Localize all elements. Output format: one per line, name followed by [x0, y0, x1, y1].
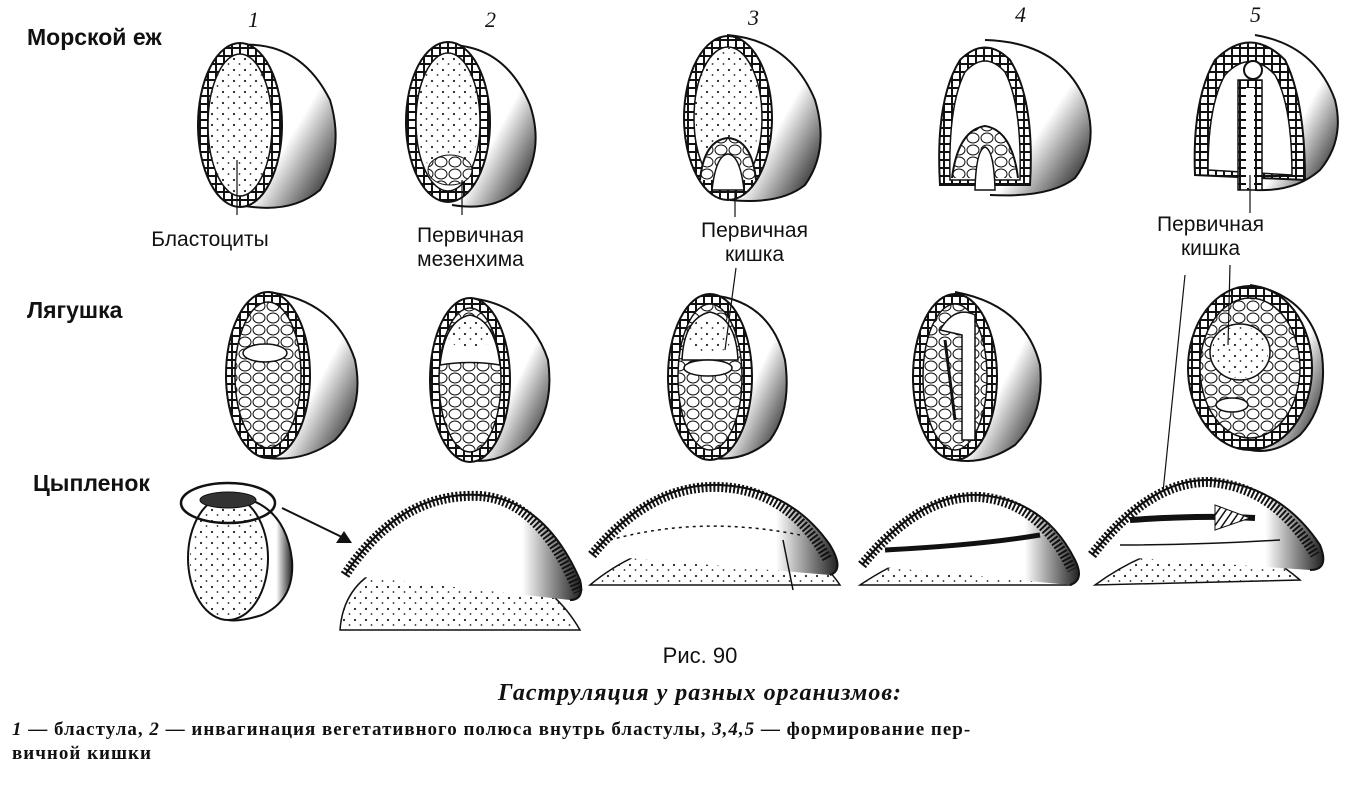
frog-stage-5	[1187, 284, 1325, 452]
figure-title: Гаструляция у разных организмов:	[497, 680, 903, 706]
label-primary-gut-a-line1: Первичная	[701, 219, 808, 242]
figure-caption: 1 — бластула, 2 — инвагинация вегетативн…	[12, 718, 1358, 766]
label-primary-mesenchyme: Первичная мезенхима	[388, 224, 553, 272]
label-blastocytes-text: Бластоциты	[151, 228, 269, 251]
caption-text-3: — формирование пер-	[755, 719, 972, 740]
caption-number-2: 2	[149, 719, 160, 740]
sea-urchin-stage-3	[683, 34, 822, 202]
label-primary-gut-b-line2: кишка	[1180, 237, 1241, 260]
row-label-sea-urchin: Морской еж	[27, 24, 162, 50]
figure-number: Рис. 90	[662, 643, 738, 668]
stage-number-4: 4	[1015, 2, 1026, 27]
label-primary-gut-a: Первичная кишка	[672, 219, 837, 267]
sea-urchin-stage-2	[405, 41, 537, 208]
leader-primary-gut-b-frog	[1227, 264, 1231, 346]
label-blastocytes: Бластоциты	[130, 228, 290, 252]
caption-number-3: 3,4,5	[712, 719, 756, 740]
label-primary-mesenchyme-line1: Первичная	[417, 224, 524, 247]
label-primary-gut-b-line1: Первичная	[1157, 213, 1264, 236]
frog-stage-4	[912, 291, 1042, 462]
stage-number-1: 1	[248, 7, 259, 32]
sea-urchin-stage-4	[938, 39, 1092, 197]
frog-stage-3	[667, 293, 788, 461]
caption-text-2: — инвагинация вегетативного полюса внутр…	[159, 719, 713, 740]
leader-primary-gut-a-bottom	[724, 267, 737, 351]
caption-number-1: 1	[12, 719, 23, 740]
label-primary-mesenchyme-line2: мезенхима	[417, 248, 524, 271]
chick-section-2	[339, 490, 583, 631]
sea-urchin-stage-1	[197, 42, 337, 209]
leader-primary-gut-b-chick	[1162, 274, 1186, 493]
chick-section-3	[587, 481, 842, 591]
caption-line-1: 1 — бластула, 2 — инвагинация вегетативн…	[12, 718, 1358, 742]
chick-pointer-arrow	[281, 507, 352, 543]
caption-text-1: — бластула,	[22, 719, 150, 740]
label-primary-gut-b: Первичная кишка	[1128, 213, 1293, 261]
row-label-chick: Цыпленок	[33, 470, 150, 496]
row-label-frog: Лягушка	[27, 297, 123, 323]
stage-number-3: 3	[748, 5, 759, 30]
chick-section-5	[1088, 476, 1325, 586]
frog-stage-1	[225, 291, 359, 460]
sea-urchin-stage-5	[1193, 34, 1339, 192]
stage-number-5: 5	[1250, 2, 1261, 27]
chick-section-4	[857, 491, 1080, 586]
stage-number-2: 2	[485, 7, 496, 32]
frog-stage-2	[429, 297, 551, 463]
caption-line-2: вичной кишки	[12, 743, 152, 764]
chick-egg-whole	[179, 481, 294, 622]
label-primary-gut-a-line2: кишка	[724, 243, 785, 266]
